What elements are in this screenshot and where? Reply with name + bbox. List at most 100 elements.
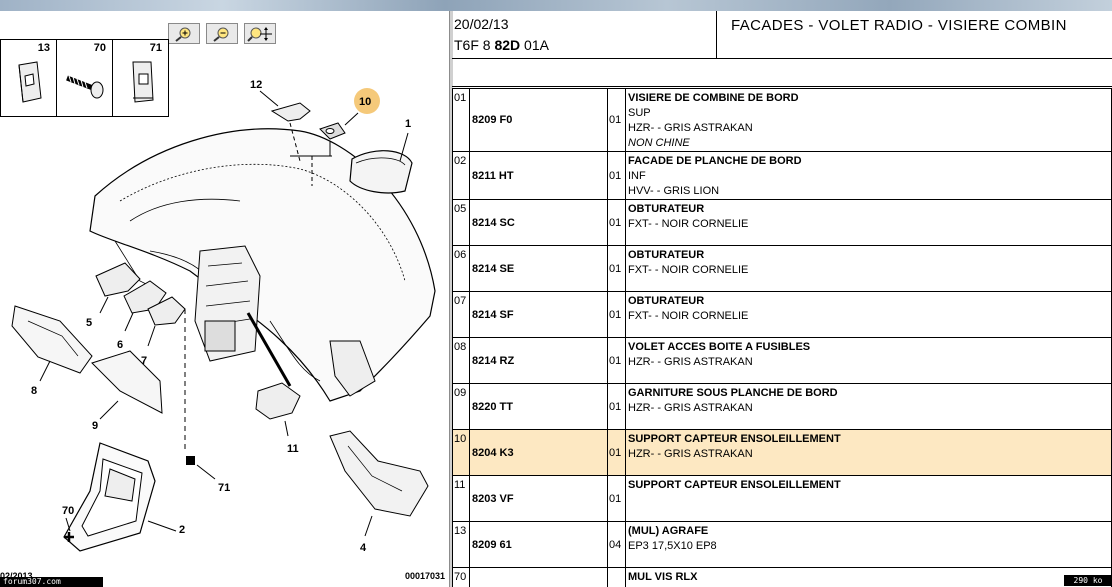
part-quantity: 04 — [607, 521, 626, 568]
fastener-71-marker — [186, 456, 195, 465]
part-reference: 8209 61 — [469, 521, 608, 568]
part-description: VOLET ACCES BOITE A FUSIBLES HZR- - GRIS … — [625, 337, 1112, 384]
part-reference: 8214 SC — [469, 199, 608, 246]
callout-5: 5 — [86, 317, 92, 329]
description-title: GARNITURE SOUS PLANCHE DE BORD — [628, 387, 838, 399]
description-line: HZR- - GRIS ASTRAKAN — [628, 448, 753, 460]
clip-icon — [132, 61, 154, 103]
callout-6: 6 — [117, 339, 123, 351]
header-spacer-row — [452, 59, 1112, 87]
callout-8: 8 — [31, 385, 37, 397]
page-title: FACADES - VOLET RADIO - VISIERE COMBIN — [731, 17, 1067, 34]
thumb-71[interactable]: 71 — [113, 40, 168, 116]
item-number: 06 — [452, 245, 470, 292]
description-title: SUPPORT CAPTEUR ENSOLEILLEMENT — [628, 433, 841, 445]
item-number: 10 — [452, 429, 470, 476]
thumb-number: 70 — [93, 42, 106, 54]
part-description: VISIERE DE COMBINE DE BORD SUP HZR- - GRIS… — [625, 88, 1112, 152]
description-title: SUPPORT CAPTEUR ENSOLEILLEMENT — [628, 479, 841, 491]
parts-row[interactable]: 70 MUL VIS RLX — [452, 567, 1112, 587]
part-quantity: 01 — [607, 475, 626, 522]
parts-pane: 20/02/13 T6F 8 82D 01A FACADES - VOLET R… — [452, 11, 1112, 587]
description-title: OBTURATEUR — [628, 295, 705, 307]
description-line: INF — [628, 170, 646, 182]
description-line: SUP — [628, 107, 651, 119]
description-line: FXT- - NOIR CORNELIE — [628, 218, 749, 230]
thumb-70[interactable]: 70 — [57, 40, 113, 116]
part-quantity: 01 — [607, 429, 626, 476]
thumb-number: 13 — [37, 42, 50, 54]
description-title: FACADE DE PLANCHE DE BORD — [628, 155, 802, 167]
zoom-in-button[interactable] — [168, 23, 200, 44]
part-description: OBTURATEUR FXT- - NOIR CORNELIE — [625, 245, 1112, 292]
item-number: 11 — [452, 475, 470, 522]
zoom-out-button[interactable] — [206, 23, 238, 44]
description-line: FXT- - NOIR CORNELIE — [628, 310, 749, 322]
item-number: 08 — [452, 337, 470, 384]
callout-70: 70 — [62, 505, 74, 517]
part-reference: 8214 RZ — [469, 337, 608, 384]
part-reference: 8214 SF — [469, 291, 608, 338]
part-quantity: 01 — [607, 337, 626, 384]
item-number: 02 — [452, 151, 470, 200]
exploded-diagram: 1 12 10 5 6 7 8 9 — [11, 79, 436, 554]
diagram-reference: 00017031 — [404, 571, 445, 581]
item-number: 70 — [452, 567, 470, 587]
diagram-pane[interactable]: 13 70 71 1 12 — [0, 11, 449, 587]
callout-1: 1 — [405, 118, 411, 130]
part-quantity: 01 — [607, 291, 626, 338]
description-line: HZR- - GRIS ASTRAKAN — [628, 402, 753, 414]
description-title: OBTURATEUR — [628, 203, 705, 215]
part-quantity: 01 — [607, 245, 626, 292]
callout-12: 12 — [250, 79, 262, 91]
zoom-area-icon — [247, 26, 272, 42]
accessory-thumbnails: 13 70 71 — [0, 39, 169, 117]
pane-splitter[interactable] — [449, 11, 453, 587]
item-number: 01 — [452, 88, 470, 152]
zoom-toolbar — [168, 23, 276, 45]
part-reference: 8211 HT — [469, 151, 608, 200]
part-quantity — [607, 567, 626, 587]
description-title: OBTURATEUR — [628, 249, 705, 261]
part-description: SUPPORT CAPTEUR ENSOLEILLEMENT HZR- - GRI… — [625, 429, 1112, 476]
description-line: HZR- - GRIS ASTRAKAN — [628, 122, 753, 134]
item-number: 09 — [452, 383, 470, 430]
clip-icon — [18, 61, 42, 103]
description-title: VISIERE DE COMBINE DE BORD — [628, 92, 799, 104]
callout-9: 9 — [92, 420, 98, 432]
callout-71: 71 — [218, 482, 230, 494]
part-quantity: 01 — [607, 151, 626, 200]
item-number: 13 — [452, 521, 470, 568]
callout-11: 11 — [287, 443, 299, 455]
description-title: MUL VIS RLX — [628, 571, 698, 583]
description-title: VOLET ACCES BOITE A FUSIBLES — [628, 341, 811, 353]
zoom-out-icon — [213, 27, 229, 42]
part-reference: 8209 F0 — [469, 88, 608, 152]
part-description: SUPPORT CAPTEUR ENSOLEILLEMENT — [625, 475, 1112, 522]
description-line: HZR- - GRIS ASTRAKAN — [628, 356, 753, 368]
window-top-strip — [0, 0, 1112, 11]
description-line: FXT- - NOIR CORNELIE — [628, 264, 749, 276]
part-description: OBTURATEUR FXT- - NOIR CORNELIE — [625, 291, 1112, 338]
part-quantity: 01 — [607, 383, 626, 430]
part-quantity: 01 — [607, 88, 626, 152]
zoom-area-button[interactable] — [244, 23, 276, 44]
part-reference: 8203 VF — [469, 475, 608, 522]
part-description: GARNITURE SOUS PLANCHE DE BORD HZR- - GRI… — [625, 383, 1112, 430]
code-bold: 82D — [494, 37, 521, 53]
thumb-13[interactable]: 13 — [1, 40, 57, 116]
callout-7: 7 — [141, 355, 147, 367]
part-description: OBTURATEUR FXT- - NOIR CORNELIE — [625, 199, 1112, 246]
